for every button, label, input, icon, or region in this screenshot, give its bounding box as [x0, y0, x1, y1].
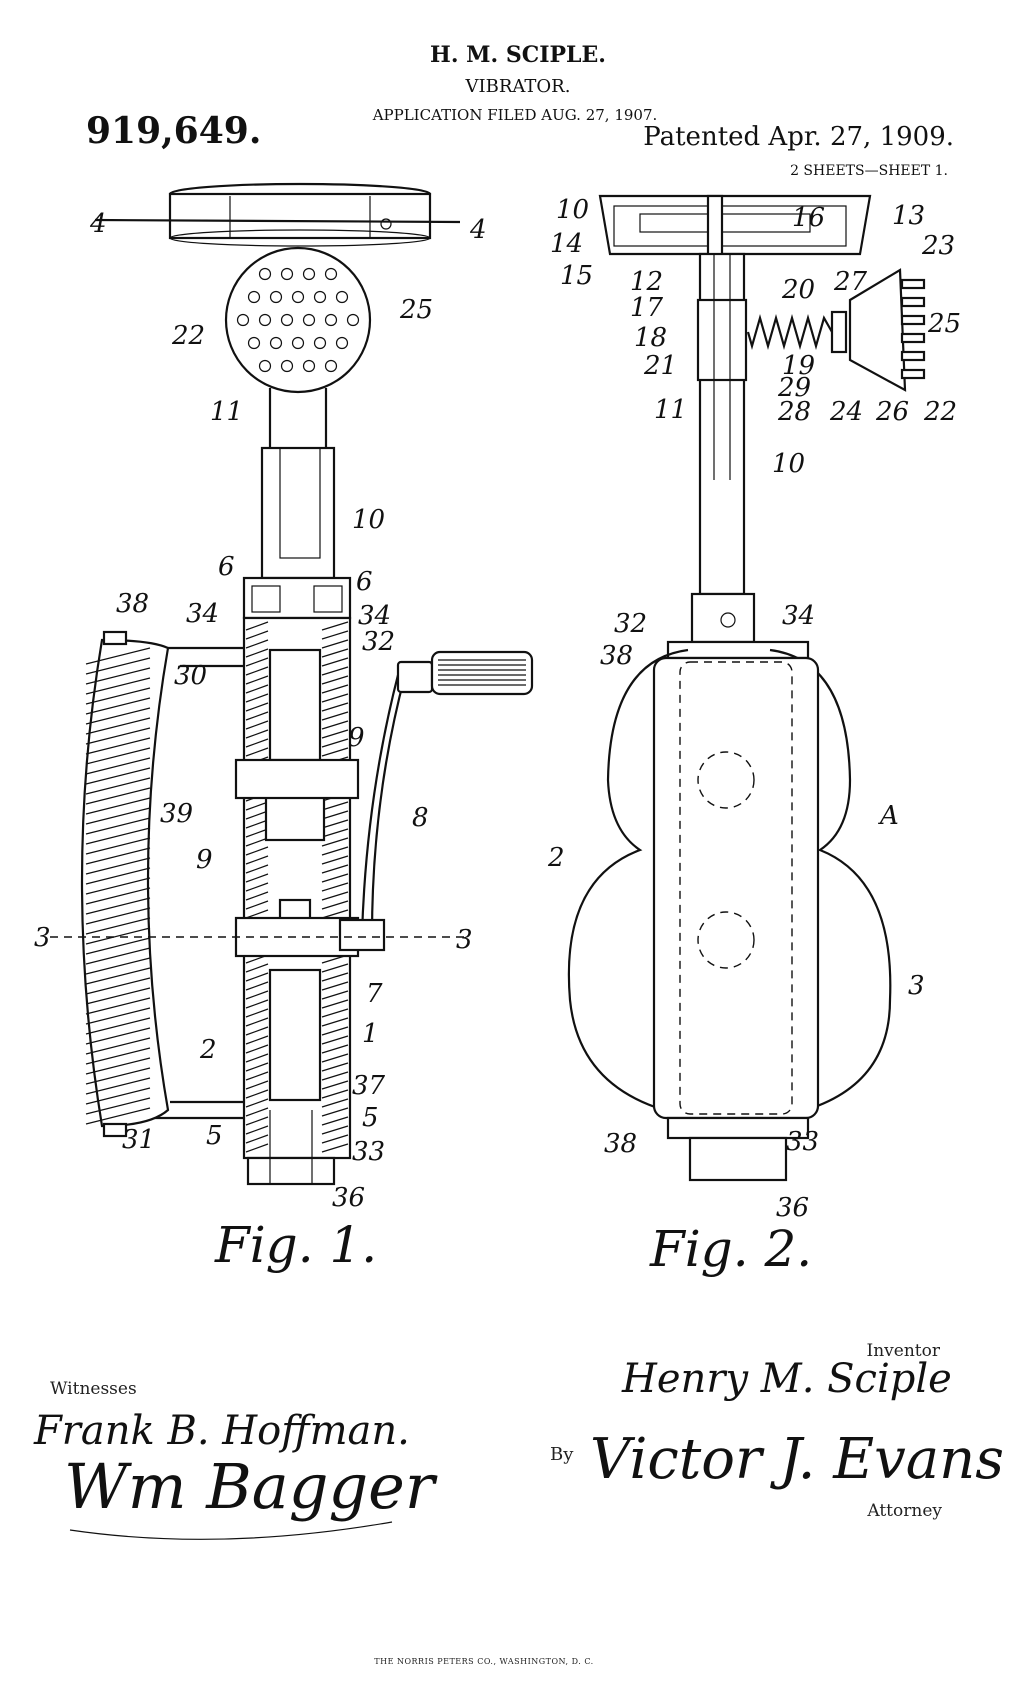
figure-2-drawing: [567, 194, 926, 1182]
fig2-label: 38: [604, 1129, 637, 1159]
fig1-label: 5: [206, 1121, 223, 1151]
fig2-label: 29: [777, 373, 811, 403]
fig2-label: 11: [654, 395, 687, 425]
fig1-label: 36: [332, 1183, 365, 1213]
fig1-label: 1: [362, 1019, 379, 1049]
fig1-label: 2: [199, 1035, 217, 1065]
fig1-label: 37: [352, 1071, 386, 1101]
fig2-label: 3: [908, 971, 925, 1001]
witness-2-underline: [69, 1521, 393, 1540]
fig1-label: 9: [196, 845, 213, 875]
witness-2-signature: Wm Bagger: [64, 1450, 438, 1523]
header-title: VIBRATOR.: [465, 76, 571, 97]
fig2-label: 38: [600, 641, 633, 671]
spring: [746, 313, 833, 351]
fig2-label: A: [878, 801, 899, 831]
figure-1-drawing: [50, 182, 534, 1186]
sheets-count: 2 SHEETS—SHEET 1.: [790, 163, 948, 179]
fig2-label: 20: [781, 275, 815, 305]
fig1-label: 9: [348, 723, 365, 753]
fig2-label: 17: [630, 293, 664, 323]
header-inventor-name: H. M. SCIPLE.: [430, 42, 606, 68]
fig2-label: 12: [630, 267, 663, 297]
fig2-label: 10: [556, 195, 589, 225]
witness-1-signature: Frank B. Hoffman.: [33, 1408, 410, 1454]
grip-hatching: [85, 647, 151, 1125]
patented-date: Patented Apr. 27, 1909.: [643, 122, 954, 152]
attorney-signature: Victor J. Evans: [590, 1427, 1004, 1492]
fig2-label: 34: [782, 601, 815, 631]
figure-2-caption: Fig. 2.: [649, 1220, 812, 1278]
fig2-label: 10: [772, 449, 805, 479]
fig2-label: 33: [786, 1127, 819, 1157]
fig2-label: 36: [776, 1193, 809, 1223]
fig2-label: 19: [782, 351, 815, 381]
fig1-label: 25: [399, 295, 433, 325]
fig1-label: 3: [34, 923, 51, 953]
printer-credit: THE NORRIS PETERS CO., WASHINGTON, D. C.: [374, 1657, 593, 1666]
fig2-label: 15: [560, 261, 593, 291]
inventor-signature: Henry M. Sciple: [621, 1356, 952, 1402]
crank-knob-lines: [438, 659, 526, 686]
fig2-label: 14: [550, 229, 583, 259]
fig2-label: 26: [875, 397, 909, 427]
fig1-label: 4: [469, 215, 487, 245]
fig2-label: 32: [614, 609, 647, 639]
fig1-label: 10: [352, 505, 385, 535]
fig1-label: 4: [89, 209, 107, 239]
fig1-label: 11: [210, 397, 243, 427]
fig1-label: 22: [171, 321, 205, 351]
signature-block: Inventor Henry M. Sciple Witnesses Frank…: [33, 1341, 1004, 1540]
brush-teeth: [900, 278, 926, 380]
fig1-label: 6: [356, 567, 373, 597]
fig1-label: 33: [352, 1137, 385, 1167]
fig1-label: 34: [358, 601, 391, 631]
fig1-label: 5: [362, 1103, 379, 1133]
header: H. M. SCIPLE. VIBRATOR. APPLICATION FILE…: [86, 42, 954, 179]
fig2-label: 23: [921, 231, 955, 261]
fig1-label: 38: [116, 589, 149, 619]
header-application: APPLICATION FILED AUG. 27, 1907.: [372, 106, 658, 124]
fig1-label: 34: [186, 599, 219, 629]
fig1-label: 3: [456, 925, 473, 955]
inventor-label: Inventor: [867, 1341, 941, 1361]
fig1-label: 39: [160, 799, 193, 829]
figure-1-caption: Fig. 1.: [214, 1216, 377, 1274]
fig2-label: 18: [634, 323, 667, 353]
fig2-label: 13: [892, 201, 925, 231]
attorney-label: Attorney: [866, 1501, 942, 1521]
fig2-label: 16: [792, 203, 825, 233]
fig2-label: 24: [829, 397, 863, 427]
fig1-label: 31: [122, 1125, 155, 1155]
casing-hatching: [245, 621, 349, 1153]
fig1-label: 7: [366, 979, 383, 1009]
fig2-label: 25: [927, 309, 961, 339]
by-label: By: [550, 1444, 574, 1465]
fig1-label: 6: [218, 552, 235, 582]
witnesses-label: Witnesses: [50, 1379, 137, 1399]
fig1-label: 30: [174, 661, 207, 691]
figure-1-labels: 4 4 22 25 11 10 6 6 38 34 34 32 30 9 39 …: [34, 209, 487, 1213]
fig2-label: 22: [923, 397, 957, 427]
perforation-holes: [236, 267, 360, 373]
fig2-label: 27: [833, 267, 868, 297]
fig1-label: 32: [362, 627, 395, 657]
fig1-label: 8: [412, 803, 429, 833]
figure-2-labels: 10 16 13 14 15 12 23 27 20 17 25 18 21 1…: [547, 195, 961, 1223]
fig2-label: 21: [643, 351, 677, 381]
patent-number: 919,649.: [86, 110, 261, 152]
fig2-label: 28: [777, 397, 811, 427]
fig2-label: 2: [547, 843, 565, 873]
